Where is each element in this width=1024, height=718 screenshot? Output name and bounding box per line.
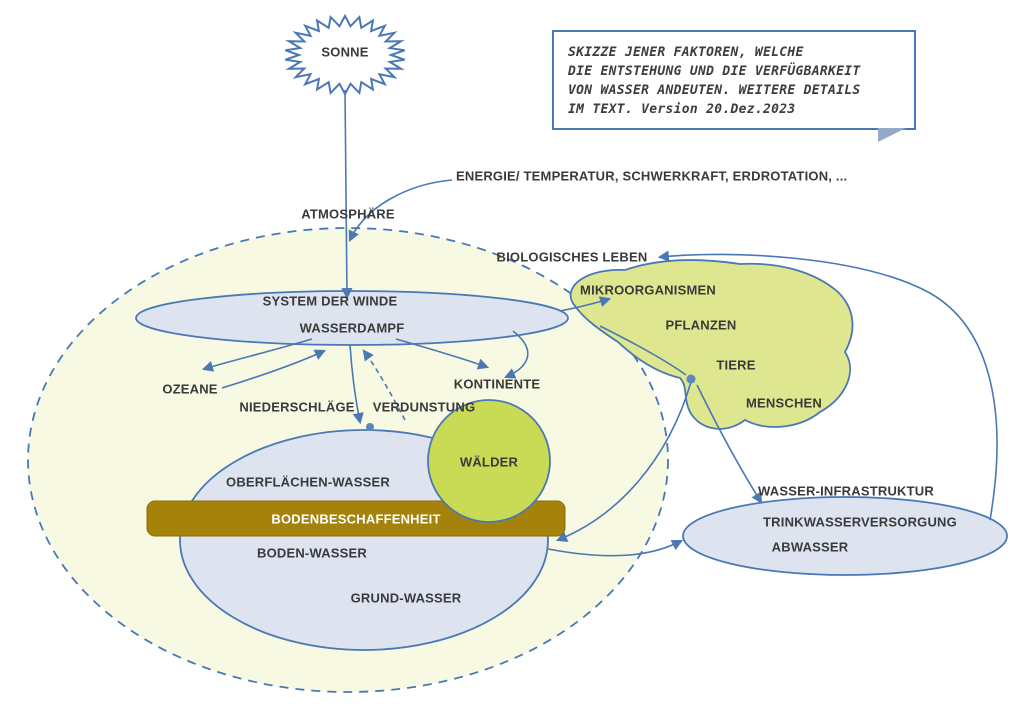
label-humans: MENSCHEN	[746, 395, 822, 411]
label-animals: TIERE	[716, 357, 756, 373]
junction-dot-life	[686, 374, 696, 384]
label-wastewater: ABWASSER	[771, 539, 849, 555]
note-line-2: DIE ENTSTEHUNG UND DIE VERFÜGBARKEIT	[568, 64, 861, 79]
water-infrastructure-ellipse	[682, 496, 1008, 576]
arrow-life-to-soil-water	[555, 381, 692, 542]
note-line-3: VON WASSER ANDEUTEN. WEITERE DETAILS	[568, 83, 861, 98]
note-line-1: SKIZZE JENER FAKTOREN, WELCHE	[568, 45, 804, 60]
label-precipitation: NIEDERSCHLÄGE	[239, 399, 355, 415]
label-biological-life: BIOLOGISCHES LEBEN	[496, 249, 648, 265]
label-ground-water: GRUND-WASSER	[350, 590, 462, 606]
label-water-infrastructure: WASSER-INFRASTRUKTUR	[758, 483, 934, 499]
junction-dot-precipitation	[366, 423, 374, 431]
label-atmosphere: ATMOSPHÄRE	[301, 206, 395, 222]
arrow-precipitation-down	[349, 344, 364, 425]
arrow-vapor-to-continents	[395, 338, 490, 370]
forest-circle	[427, 399, 551, 523]
label-forests: WÄLDER	[459, 454, 519, 470]
label-energy: ENERGIE/ TEMPERATUR, SCHWERKRAFT, ERDROT…	[456, 168, 848, 184]
label-sun: SONNE	[321, 44, 369, 60]
label-wind-system: SYSTEM DER WINDE	[262, 293, 398, 309]
arrow-vapor-to-oceans	[201, 338, 313, 372]
label-oceans: OZEANE	[162, 381, 218, 397]
label-soil-condition: BODENBESCHAFFENHEIT	[271, 511, 441, 527]
label-evaporation: VERDUNSTUNG	[372, 399, 476, 415]
label-microorganisms: MIKROORGANISMEN	[580, 282, 716, 298]
arrow-sun-to-atmosphere	[341, 89, 353, 300]
arrow-continents-to-vapor	[503, 330, 529, 379]
label-surface-water: OBERFLÄCHEN-WASSER	[226, 474, 390, 490]
arrow-life-node-to-infrastructure	[696, 384, 763, 504]
label-water-vapor: WASSERDAMPF	[299, 320, 405, 336]
arrow-water-to-infrastructure	[547, 539, 683, 557]
arrow-winds-to-life	[559, 296, 612, 312]
arrow-evaporation-up	[362, 349, 406, 421]
note-line-4: IM TEXT. Version 20.Dez.2023	[568, 102, 796, 117]
label-plants: PFLANZEN	[665, 317, 737, 333]
label-soil-water: BODEN-WASSER	[256, 545, 368, 561]
line-vapor-to-life-node	[599, 325, 687, 376]
label-drinking-water: TRINKWASSERVERSORGUNG	[763, 514, 957, 530]
arrow-infrastructure-to-life	[657, 250, 998, 521]
note-box: SKIZZE JENER FAKTOREN, WELCHE DIE ENTSTE…	[552, 30, 916, 142]
label-continents: KONTINENTE	[453, 376, 541, 392]
biological-life-blob	[569, 259, 854, 430]
arrow-oceans-to-vapor	[221, 349, 327, 389]
arrow-energy-to-atmosphere	[348, 179, 453, 243]
